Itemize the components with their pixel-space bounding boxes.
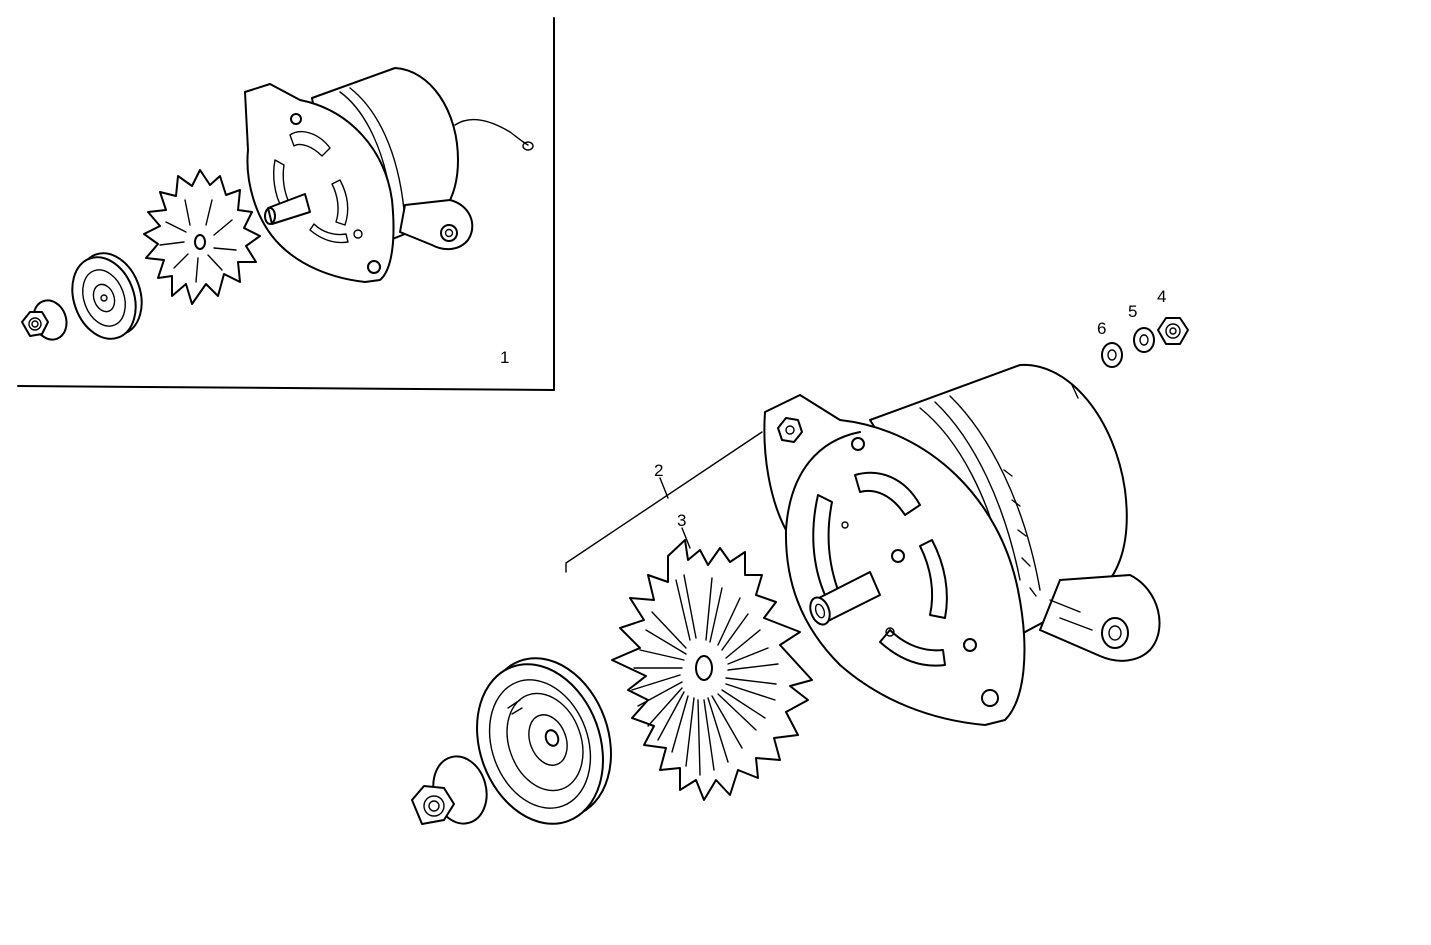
alternator[interactable] <box>763 363 1161 726</box>
label-washer: 6 <box>1097 319 1106 338</box>
spring-washer[interactable] <box>1133 327 1155 353</box>
front-nut[interactable] <box>411 750 494 829</box>
label-spring-washer: 5 <box>1128 302 1137 321</box>
inset-frame <box>17 17 555 391</box>
label-alternator: 2 <box>654 461 663 480</box>
inset-alternator[interactable] <box>244 67 534 283</box>
leader-lines <box>565 431 763 573</box>
label-nut: 4 <box>1157 287 1166 306</box>
inset-fan[interactable] <box>143 169 261 305</box>
nut[interactable] <box>1157 317 1189 345</box>
inset-pulley[interactable] <box>61 244 152 347</box>
fan[interactable] <box>611 539 813 801</box>
washer[interactable] <box>1101 342 1123 368</box>
inset-nut[interactable] <box>21 296 72 345</box>
label-fan: 3 <box>677 511 686 530</box>
pulley[interactable] <box>456 640 633 841</box>
label-assembly: 1 <box>500 348 509 367</box>
